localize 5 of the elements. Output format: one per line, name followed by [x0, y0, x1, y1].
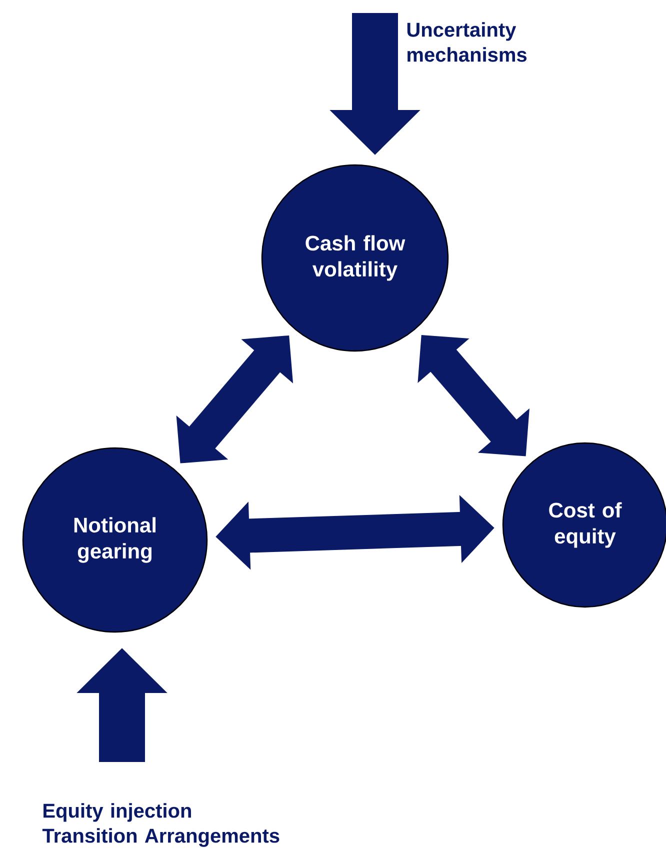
circle-node: Notional gearing — [22, 447, 208, 633]
circle-node: Cash flow volatility — [261, 164, 449, 352]
circle-node: Cost of equity — [502, 442, 666, 608]
label-text: Uncertainty mechanisms — [407, 22, 527, 62]
label-text: Equity injection Transition Arrangements — [42, 803, 280, 847]
